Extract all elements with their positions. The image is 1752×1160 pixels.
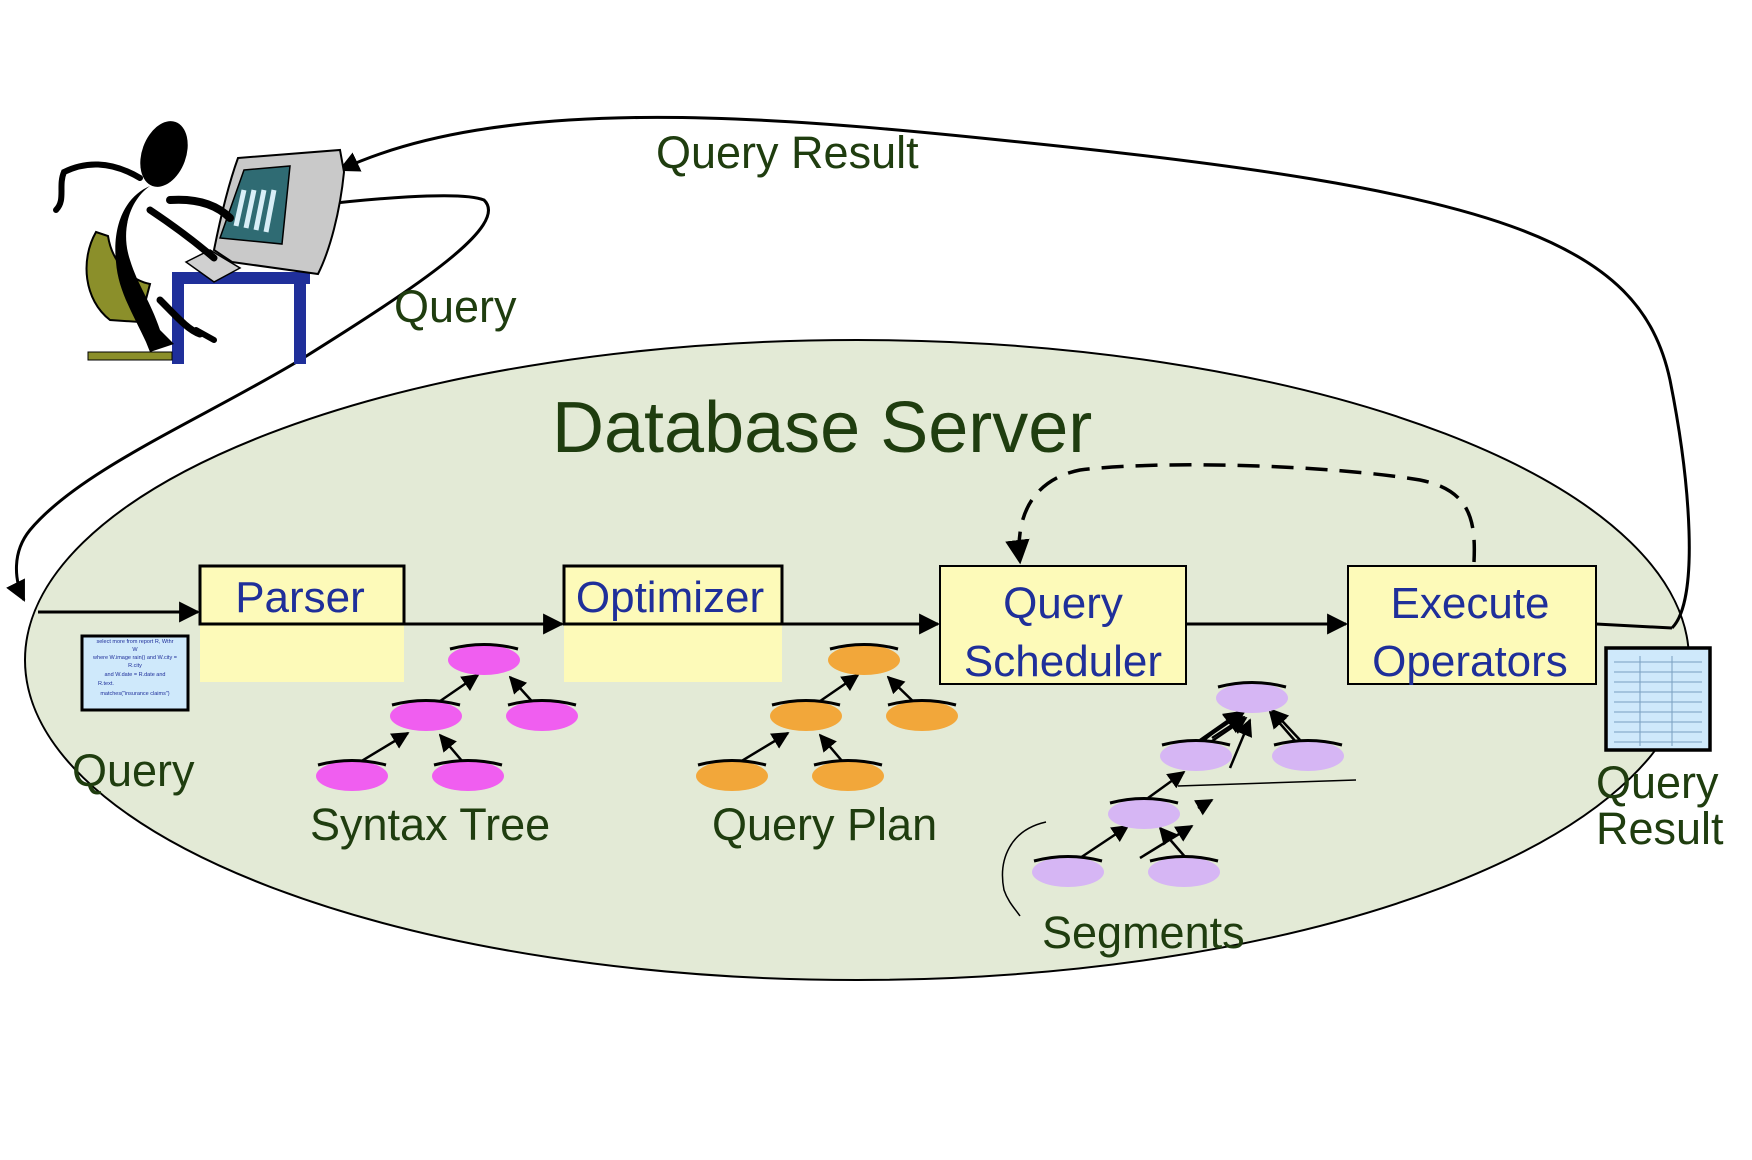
query-top-label: Query (394, 281, 517, 332)
query-result-top-label: Query Result (656, 127, 919, 178)
query-plan-label: Query Plan (712, 799, 937, 850)
syntax-tree-graphic (316, 643, 578, 791)
segments-label: Segments (1042, 907, 1245, 958)
optimizer-label: Optimizer (576, 573, 764, 622)
query-plan-graphic (696, 643, 958, 791)
query-plan-node (770, 701, 842, 731)
query-doc-line: where W.image rain() and W.city = (92, 655, 177, 661)
query-doc-line: matches("insurance claims") (100, 691, 169, 697)
segment-node (1272, 741, 1344, 771)
query-result-arrow (338, 115, 1691, 630)
segments-graphic (1001, 681, 1357, 917)
parser-label: Parser (235, 573, 365, 622)
query-plan-node (828, 645, 900, 675)
query-doc-line: W (132, 647, 138, 653)
segment-node (1148, 857, 1220, 887)
syntax-tree-node (506, 701, 578, 731)
syntax-tree-node (316, 761, 388, 791)
segment-node (1160, 741, 1232, 771)
query-scheduler-label-line1: Query (1003, 579, 1123, 628)
query-result-right-label-line2: Result (1596, 803, 1724, 854)
query-doc-line: and W.date = R.date and (104, 672, 165, 678)
database-server-title: Database Server (552, 388, 1092, 468)
result-table-icon (1604, 646, 1712, 752)
parser-box: Parser (198, 564, 406, 682)
syntax-tree-node (432, 761, 504, 791)
syntax-tree-label: Syntax Tree (310, 799, 550, 850)
segment-node (1216, 683, 1288, 713)
query-plan-node (696, 761, 768, 791)
optimizer-box: Optimizer (562, 564, 784, 682)
segment-node (1108, 799, 1180, 829)
query-plan-node (886, 701, 958, 731)
feedback-dashed-arrow (1005, 463, 1477, 565)
query-doc-line: R.city (128, 663, 142, 669)
query-plan-node (812, 761, 884, 791)
query-document-icon: select more from report R, Wthr W where … (80, 634, 190, 712)
query-left-label: Query (72, 745, 195, 796)
syntax-tree-node (390, 701, 462, 731)
arrow-execute-out (1595, 622, 1673, 630)
query-result-right-label-line1: Query (1596, 757, 1719, 808)
query-doc-line: R.text. (98, 681, 114, 687)
execute-operators-label-line2: Operators (1372, 637, 1568, 686)
person-at-computer-icon (53, 121, 346, 364)
query-scheduler-label-line2: Scheduler (964, 637, 1162, 686)
syntax-tree-node (448, 645, 520, 675)
execute-operators-label-line1: Execute (1391, 579, 1550, 628)
query-scheduler-box: Query Scheduler (939, 565, 1187, 686)
execute-operators-box: Execute Operators (1347, 565, 1597, 686)
query-doc-line: select more from report R, Wthr (96, 639, 173, 645)
segment-node (1032, 857, 1104, 887)
